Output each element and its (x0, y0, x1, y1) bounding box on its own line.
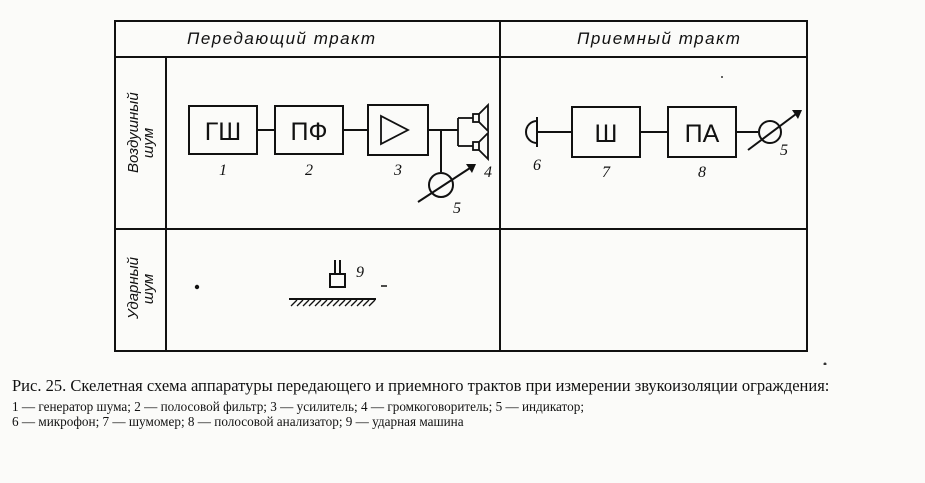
number-label: 5 (780, 142, 788, 159)
loudspeaker-icon (457, 102, 489, 162)
caption-title: Рис. 25. Скелетная схема аппаратуры пере… (12, 376, 830, 395)
number-label: 7 (602, 164, 611, 181)
impact-machine-icon (329, 260, 346, 288)
number-label: 2 (305, 162, 313, 179)
amplifier-triangle-icon (380, 114, 410, 146)
number-label: 4 (484, 164, 492, 181)
scheme-diagram: ГШ ПФ Ш ПА 1 2 3 4 5 6 7 8 5 9 (114, 20, 827, 365)
number-label: 6 (533, 157, 541, 174)
number-label: 9 (356, 264, 364, 281)
caption-legend-line-1: 1 — генератор шума; 2 — полосовой фильтр… (12, 399, 584, 414)
number-label: 5 (453, 200, 461, 217)
block-label-noise-meter: Ш (595, 120, 618, 148)
block-label-noise-generator: ГШ (205, 118, 241, 146)
indicator-dial-icon (428, 172, 454, 198)
header-transmit: Передающий тракт (187, 29, 377, 48)
block-label-bandpass-filter: ПФ (291, 118, 328, 146)
indicator-dial-icon (758, 120, 782, 144)
microphone-icon (525, 117, 538, 147)
row-label-impact: Ударный шум (125, 256, 157, 319)
header-receive: Приемный тракт (577, 29, 742, 48)
number-label: 8 (698, 164, 706, 181)
floor-hatching (290, 299, 376, 307)
block-amplifier (367, 104, 429, 156)
number-label: 3 (393, 162, 402, 179)
row-label-airborne: Воздушный шум (125, 92, 157, 173)
caption-legend-line-2: 6 — микрофон; 7 — шумомер; 8 — полосовой… (12, 414, 464, 429)
block-label-band-analyzer: ПА (685, 120, 720, 148)
figure-caption: Рис. 25. Скелетная схема аппаратуры пере… (12, 376, 917, 429)
number-label: 1 (219, 162, 227, 179)
table-frame (114, 20, 808, 352)
